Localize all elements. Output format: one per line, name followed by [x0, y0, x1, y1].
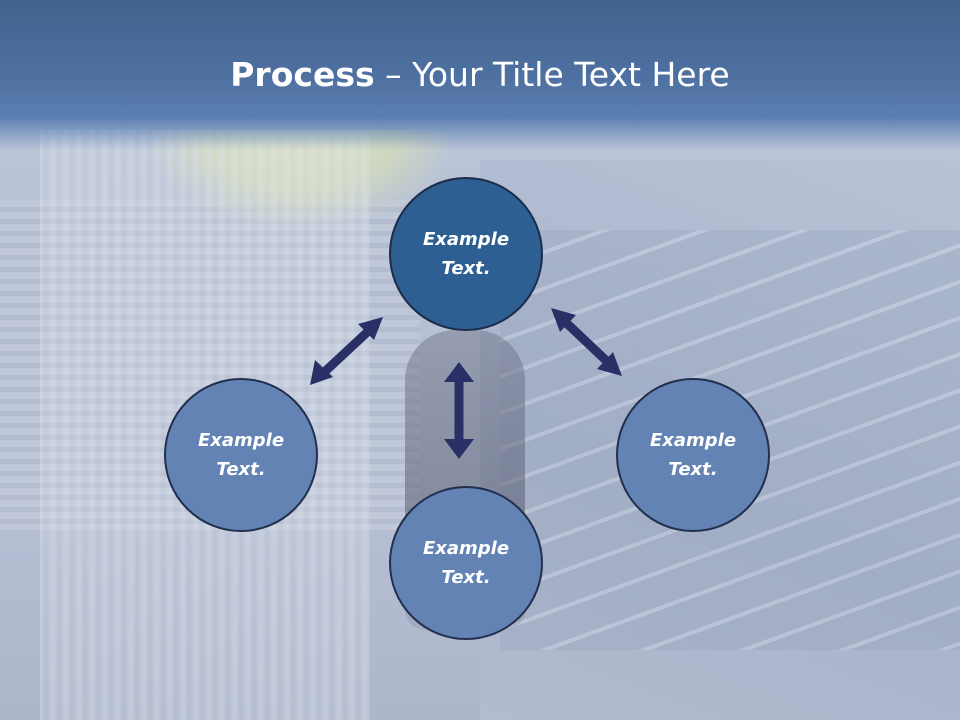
node-top-line2: Text. [441, 258, 491, 279]
title-bar [0, 0, 960, 150]
node-top-line1: Example [422, 229, 510, 250]
node-left-line2: Text. [216, 459, 266, 480]
arrow-top-right [551, 308, 622, 376]
title-rest: – Your Title Text Here [374, 55, 730, 94]
title-bold: Process [230, 55, 375, 94]
node-bottom-line2: Text. [441, 567, 491, 588]
node-right-line1: Example [649, 430, 737, 451]
arrow-vertical [444, 362, 474, 459]
node-right-line2: Text. [668, 459, 718, 480]
node-left-line1: Example [197, 430, 285, 451]
slide-title[interactable]: Process – Your Title Text Here [0, 50, 960, 100]
node-bottom-line1: Example [422, 538, 510, 559]
arrow-top-left [310, 317, 383, 385]
